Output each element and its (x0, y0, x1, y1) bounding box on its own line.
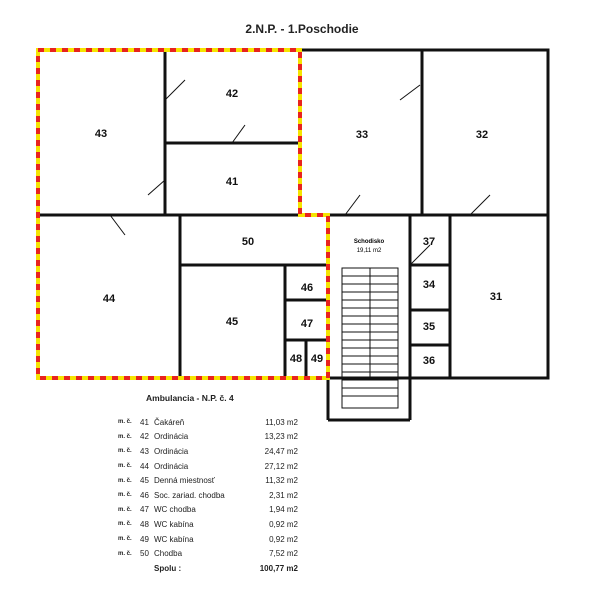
room-number: 44 (140, 461, 149, 471)
table-row: m. č. 46 Soc. zariad. chodba 2,31 m2 (118, 488, 298, 503)
room-prefix: m. č. (118, 419, 132, 426)
table-row: m. č. 42 Ordinácia 13,23 m2 (118, 430, 298, 445)
room-area: 27,12 m2 (264, 461, 298, 471)
room-41: 41 (226, 176, 238, 188)
stair-treads (341, 267, 399, 409)
room-name: Ordinácia (154, 461, 189, 471)
room-name: Soc. zariad. chodba (154, 490, 225, 500)
table-row: m. č. 45 Denná miestnosť 11,32 m2 (118, 473, 298, 488)
room-area: 11,32 m2 (265, 476, 298, 486)
highlight-outline-yellow (36, 48, 330, 380)
room-43: 43 (95, 128, 107, 140)
total-label: Spolu : (154, 563, 182, 573)
room-prefix: m. č. (118, 536, 132, 543)
door-swings (109, 79, 491, 266)
room-area: 24,47 m2 (264, 446, 298, 456)
room-37: 37 (423, 236, 435, 248)
room-name: Čakáreň (154, 417, 185, 427)
room-area: 2,31 m2 (269, 490, 298, 500)
room-44: 44 (103, 293, 116, 305)
room-33: 33 (356, 129, 368, 141)
table-row: m. č. 41 Čakáreň 11,03 m2 (118, 415, 298, 430)
room-name: Chodba (154, 549, 183, 559)
room-49: 49 (311, 353, 323, 365)
room-prefix: m. č. (118, 550, 132, 557)
room-number: 48 (140, 519, 149, 529)
room-area: 13,23 m2 (264, 432, 298, 442)
room-prefix: m. č. (118, 463, 132, 470)
table-row: m. č. 48 WC kabína 0,92 m2 (118, 517, 298, 532)
room-31: 31 (490, 291, 502, 303)
table-row: m. č. 44 Ordinácia 27,12 m2 (118, 459, 298, 474)
room-48: 48 (290, 353, 302, 365)
room-prefix: m. č. (118, 506, 132, 513)
room-number: 45 (140, 476, 149, 486)
room-prefix: m. č. (118, 433, 132, 440)
room-area: 1,94 m2 (269, 505, 298, 515)
room-name: WC kabína (154, 519, 194, 529)
stairs-area: 19,11 m2 (357, 248, 382, 254)
room-36: 36 (423, 355, 435, 367)
room-32: 32 (476, 129, 488, 141)
table-total-row: Spolu : 100,77 m2 (118, 561, 298, 576)
room-number: 47 (140, 505, 149, 515)
room-name: Ordinácia (154, 446, 189, 456)
room-number: 42 (140, 432, 149, 442)
table-row: m. č. 43 Ordinácia 24,47 m2 (118, 444, 298, 459)
room-name: Denná miestnosť (154, 476, 215, 486)
room-prefix: m. č. (118, 448, 132, 455)
room-prefix: m. č. (118, 521, 132, 528)
room-area: 0,92 m2 (269, 519, 298, 529)
room-number: 43 (140, 446, 149, 456)
room-prefix: m. č. (118, 492, 132, 499)
room-50: 50 (242, 236, 254, 248)
room-area: 7,52 m2 (269, 549, 298, 559)
room-prefix: m. č. (118, 477, 132, 484)
plan-title: 2.N.P. - 1.Poschodie (245, 22, 359, 36)
room-number: 46 (140, 490, 149, 500)
room-number: 41 (140, 417, 149, 427)
room-name: WC chodba (154, 505, 196, 515)
table-row: m. č. 47 WC chodba 1,94 m2 (118, 503, 298, 518)
room-46: 46 (301, 282, 313, 294)
room-42: 42 (226, 88, 238, 100)
room-45: 45 (226, 316, 238, 328)
room-34: 34 (423, 279, 436, 291)
table-heading: Ambulancia - N.P. č. 4 (146, 393, 234, 403)
area-table: Ambulancia - N.P. č. 4 m. č. 41 Čakáreň 11,… (118, 393, 298, 576)
room-area: 11,03 m2 (265, 417, 298, 427)
room-number: 50 (140, 549, 149, 559)
table-row: m. č. 49 WC kabína 0,92 m2 (118, 532, 298, 547)
room-number: 49 (140, 534, 149, 544)
total-area: 100,77 m2 (259, 563, 298, 573)
room-name: Ordinácia (154, 432, 189, 442)
stairs-label: Schodisko (354, 239, 385, 245)
room-name: WC kabína (154, 534, 194, 544)
room-47: 47 (301, 318, 313, 330)
room-area: 0,92 m2 (269, 534, 298, 544)
table-row: m. č. 50 Chodba 7,52 m2 (118, 546, 298, 561)
room-35: 35 (423, 321, 435, 333)
